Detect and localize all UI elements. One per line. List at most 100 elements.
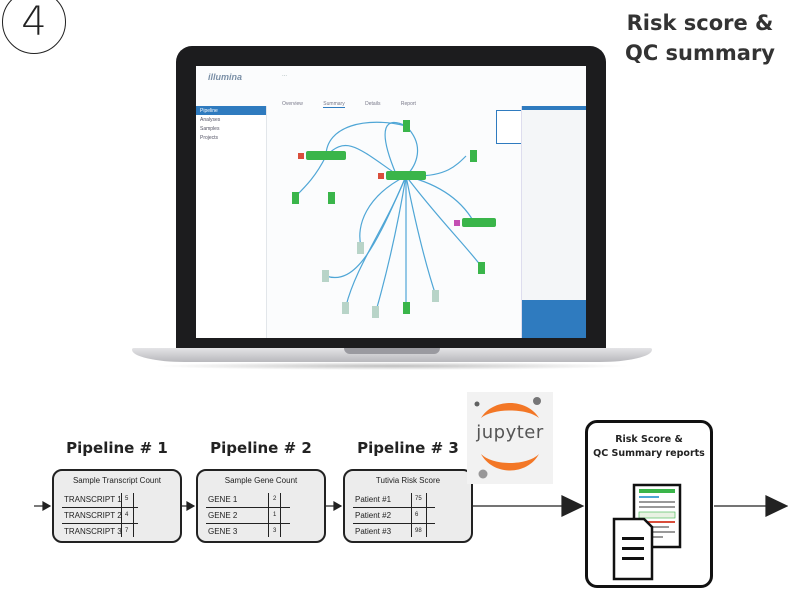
report-line (639, 496, 659, 498)
graph-edge (325, 175, 407, 279)
graph-edge (325, 121, 407, 157)
report-title-line-1: Risk Score & (615, 434, 683, 445)
pipeline-1-label: Pipeline # 1 (66, 439, 168, 457)
screen-tabs: Overview Summary Details Report (282, 92, 502, 108)
report-box[interactable]: Risk Score & QC Summary reports (585, 420, 713, 588)
sidebar-item-projects[interactable]: Projects (200, 134, 219, 141)
pipeline-2-label: Pipeline # 2 (210, 439, 312, 457)
graph-node[interactable] (292, 192, 299, 204)
graph-node[interactable] (357, 242, 364, 254)
report-document-icon (612, 483, 682, 581)
report-line (639, 506, 675, 508)
tab-details[interactable]: Details (365, 101, 381, 107)
pipeline-2-row-3-name: GENE 3 (208, 527, 238, 536)
graph-edge (359, 175, 407, 247)
pipeline-1-row-3-name: TRANSCRIPT 3 (64, 527, 122, 536)
column-divider (121, 493, 122, 537)
pipeline-3-row-1-name: Patient #1 (355, 495, 392, 504)
panel-footer (522, 300, 586, 338)
report-line (639, 501, 675, 503)
page-title: Risk score & QC summary (620, 8, 780, 68)
pipeline-1-row-3-value: 7 (125, 528, 129, 534)
jupyter-logo: jupyter (467, 392, 553, 484)
jupyter-moon (533, 397, 541, 405)
graph-node[interactable] (372, 306, 379, 318)
graph-node[interactable] (432, 290, 439, 302)
graph-node[interactable] (322, 270, 329, 282)
arrowhead (333, 500, 343, 512)
jupyter-wordmark: jupyter (476, 422, 544, 443)
row-divider (353, 507, 435, 508)
laptop-base (132, 348, 652, 362)
pipeline-1-row-1-name: TRANSCRIPT 1 (64, 495, 122, 504)
graph-edge (405, 175, 482, 267)
column-divider (133, 493, 134, 537)
column-divider (268, 493, 269, 537)
pipeline-2-row-3-value: 3 (273, 528, 277, 534)
graph-node-marker (454, 220, 460, 226)
pipeline-graph (292, 120, 496, 318)
pipeline-2-row-2-value: 1 (273, 512, 277, 518)
laptop-notch (344, 348, 440, 354)
tab-report[interactable]: Report (400, 101, 416, 107)
pipeline-3-row-1-value: 75 (415, 496, 422, 502)
pipeline-3-row-2-value: 6 (415, 512, 419, 518)
sidebar-item-pipeline[interactable]: Pipeline (196, 106, 266, 115)
pipeline-3-row-2-name: Patient #2 (355, 511, 392, 520)
jupyter-moon (474, 401, 480, 407)
pipeline-1-title: Sample Transcript Count (72, 476, 162, 485)
graph-node[interactable] (403, 120, 410, 132)
panel-header (522, 106, 586, 110)
sidebar-item-analyses[interactable]: Analyses (200, 116, 221, 123)
pipeline-3-box[interactable]: Tutivia Risk Score Patient #1 Patient #2… (343, 469, 473, 543)
row-divider (62, 523, 138, 524)
sidebar-item-samples[interactable]: Samples (200, 125, 220, 132)
properties-panel (521, 106, 586, 338)
column-divider (411, 493, 412, 537)
report-line (639, 521, 675, 523)
graph-node[interactable] (403, 302, 410, 314)
graph-node[interactable] (342, 302, 349, 314)
graph-node[interactable] (462, 218, 496, 227)
pipeline-3-title: Tutivia Risk Score (375, 476, 441, 485)
screen-sidebar: Pipeline Analyses Samples Projects (196, 106, 267, 338)
report-gauge (638, 511, 676, 519)
graph-nodes (292, 120, 496, 318)
arrowhead (42, 500, 52, 512)
report-front-line (622, 547, 644, 550)
graph-node[interactable] (328, 192, 335, 204)
pipeline-3-row-3-value: 98 (415, 528, 422, 534)
jupyter-top-arc (481, 403, 539, 418)
row-divider (206, 523, 290, 524)
graph-edge (325, 145, 397, 175)
laptop-shadow (152, 362, 632, 370)
graph-node[interactable] (478, 262, 485, 274)
graph-node[interactable] (386, 171, 426, 180)
pipeline-2-box[interactable]: Sample Gene Count GENE 1 GENE 2 GENE 3 2… (196, 469, 326, 543)
graph-edge (384, 121, 407, 175)
pipeline-1-box[interactable]: Sample Transcript Count TRANSCRIPT 1 TRA… (52, 469, 182, 543)
jupyter-bottom-arc (481, 454, 539, 471)
step-number-badge: 4 (2, 0, 66, 54)
tab-summary[interactable]: Summary (323, 101, 345, 108)
report-title: Risk Score & QC Summary reports (588, 433, 710, 461)
column-divider (280, 493, 281, 537)
pipeline-2-row-2-name: GENE 2 (208, 511, 238, 520)
jupyter-logo-graphic (474, 397, 541, 479)
pipeline-1-row-2-value: 4 (125, 512, 129, 518)
graph-node[interactable] (306, 151, 346, 160)
pipeline-2-row-1-name: GENE 1 (208, 495, 238, 504)
graph-edge (375, 175, 407, 312)
arrowhead (561, 495, 585, 517)
graph-node[interactable] (470, 150, 477, 162)
tab-overview[interactable]: Overview (282, 101, 303, 107)
row-divider (206, 507, 290, 508)
jupyter-moon (478, 469, 488, 479)
report-front-line (622, 537, 644, 540)
laptop-screen: illumina ... Overview Summary Details Re… (196, 66, 586, 338)
pipeline-1-row-1-value: 5 (125, 496, 129, 502)
report-line (639, 526, 669, 528)
pipeline-2-row-1-value: 2 (273, 496, 277, 502)
pipeline-2-title: Sample Gene Count (224, 476, 298, 485)
